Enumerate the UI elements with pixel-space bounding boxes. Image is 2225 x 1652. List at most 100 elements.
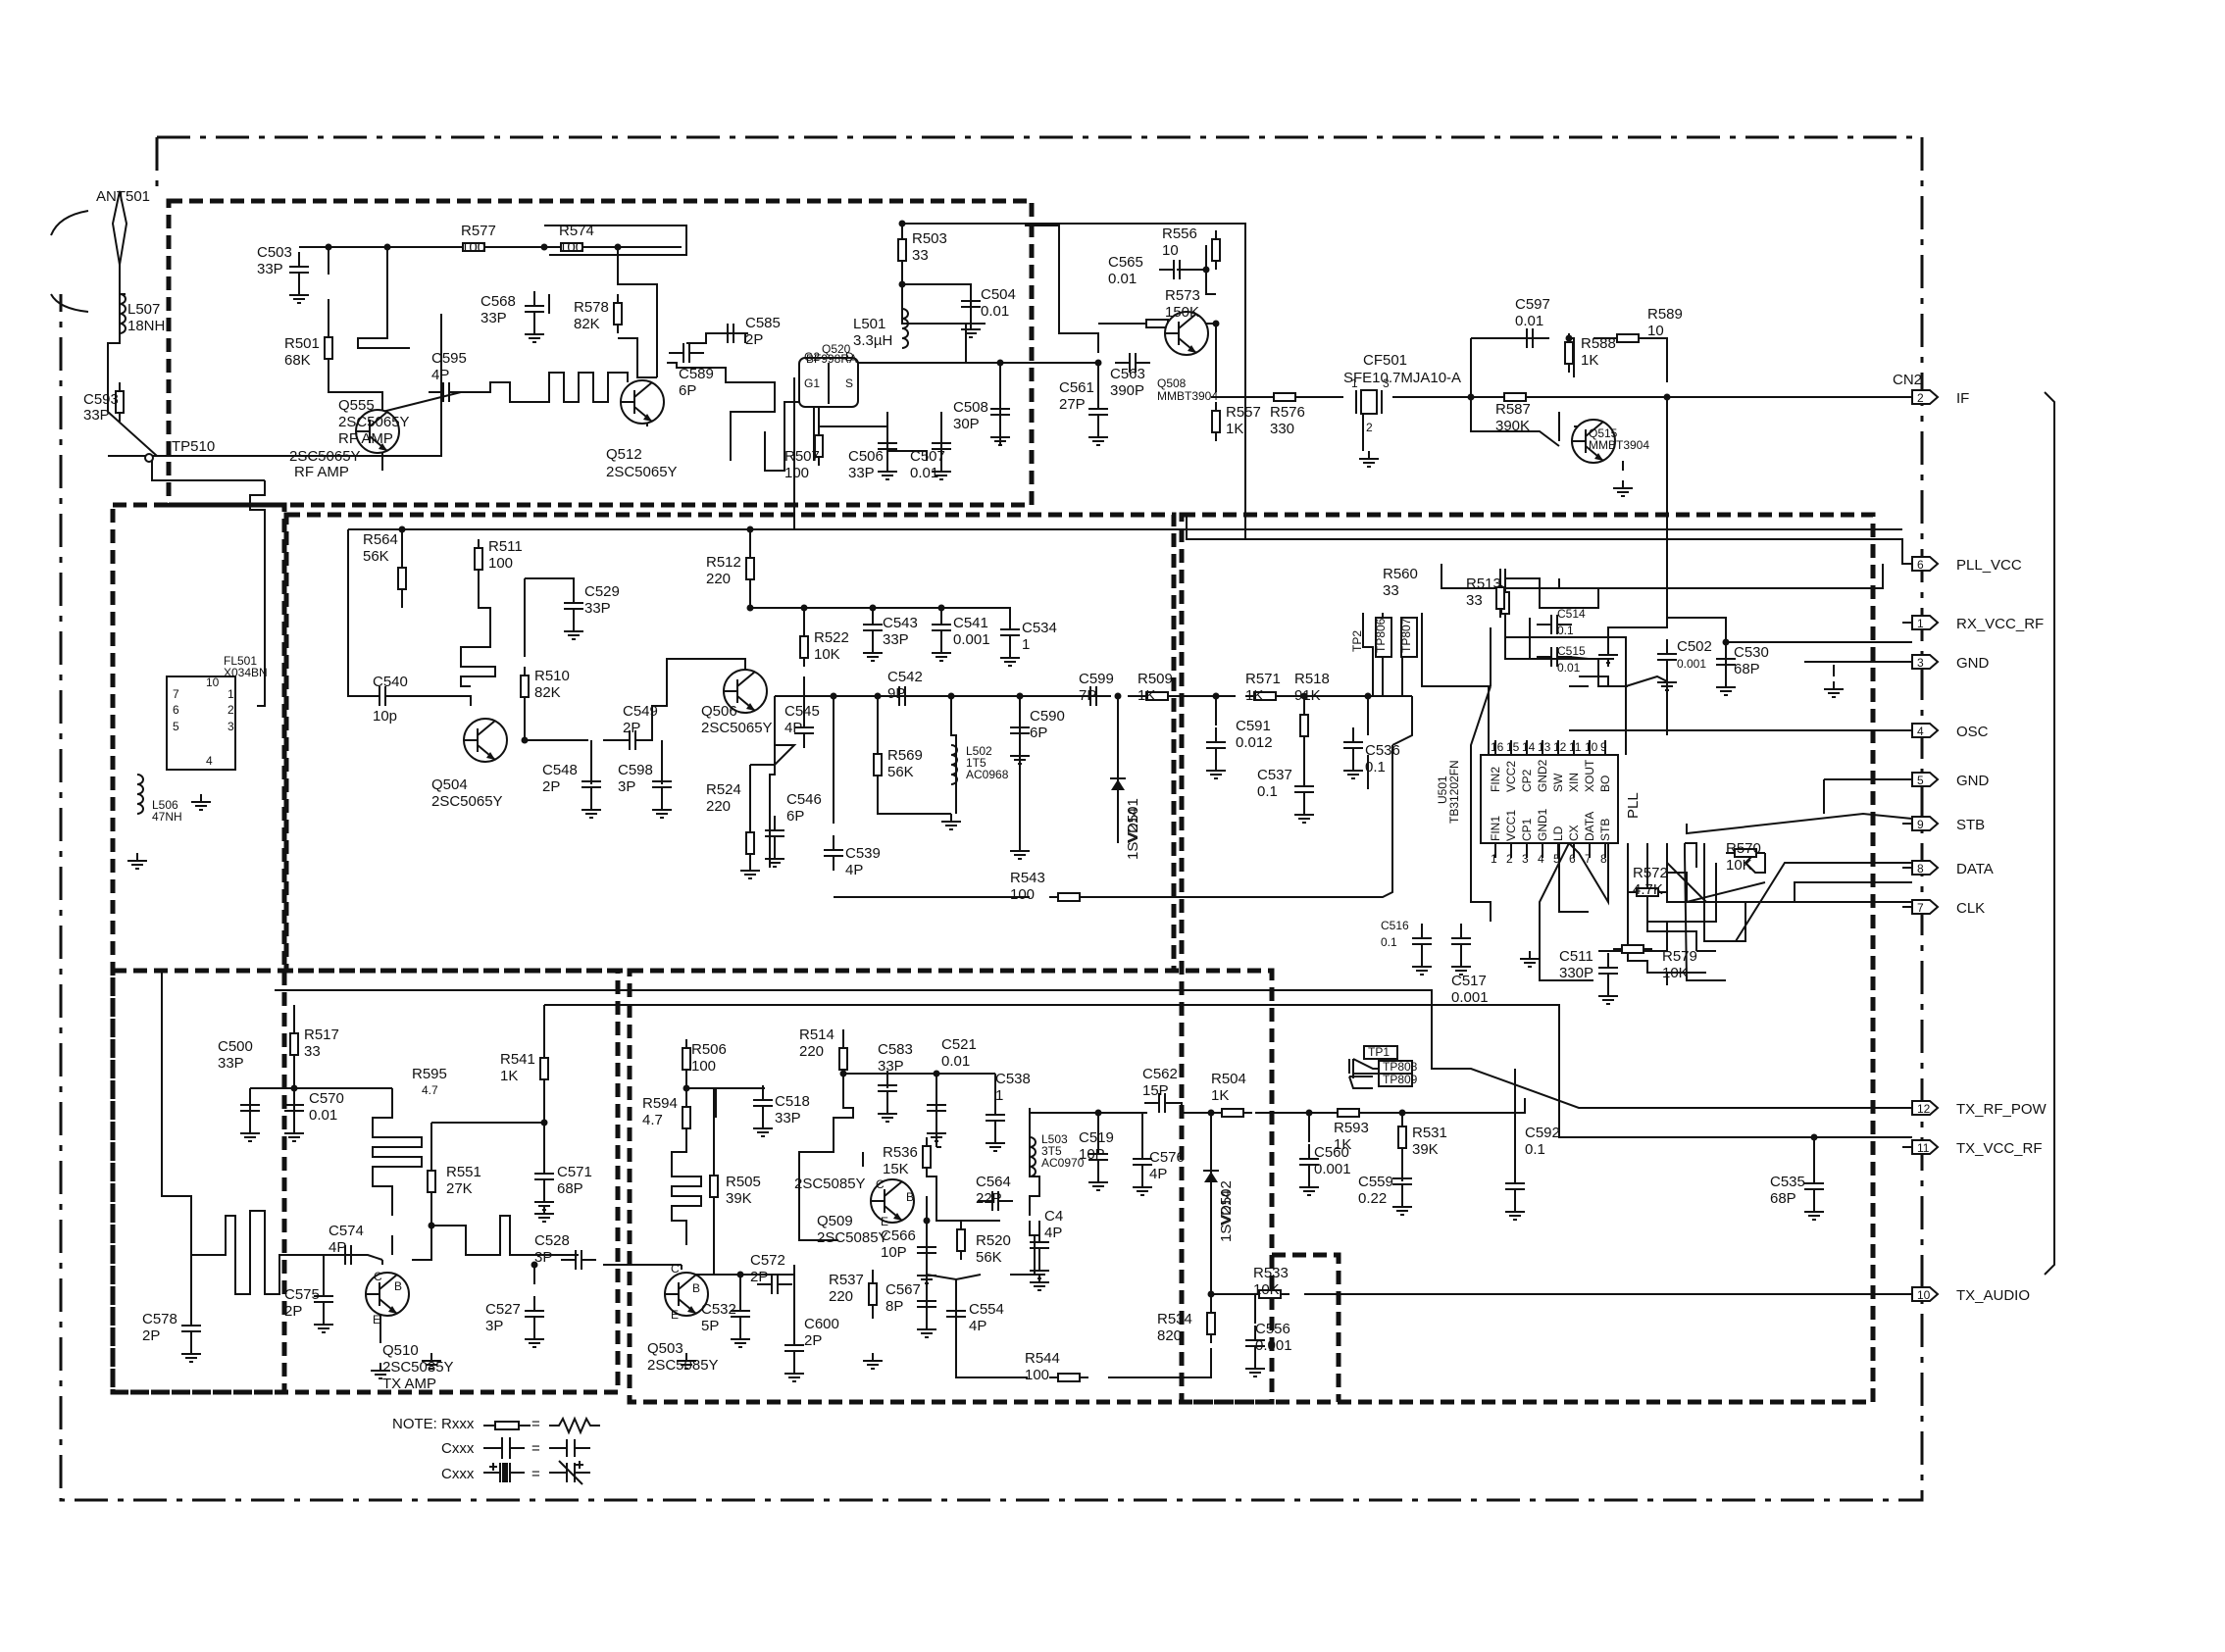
- c592-capacitor: [1505, 1169, 1525, 1204]
- c575-capacitor: [314, 1281, 333, 1317]
- r587-ref: R587: [1495, 401, 1531, 418]
- c549-capacitor: [615, 730, 650, 750]
- c574-value-1: 4P: [329, 1239, 346, 1256]
- r504-ref: R504: [1211, 1071, 1246, 1087]
- c530-ref: C530: [1734, 644, 1769, 661]
- r569-value-1: 56K: [887, 764, 914, 780]
- fl501-pin-5: 5: [173, 720, 179, 733]
- c500-value-1: 33P: [218, 1055, 244, 1072]
- test-point-tp2: TP2: [1350, 630, 1364, 652]
- r541-ref: R541: [500, 1051, 535, 1068]
- q503-value-1: 2SC5085Y: [647, 1357, 719, 1374]
- r534-value-1: 820: [1157, 1327, 1182, 1344]
- r594-value-1: 4.7: [642, 1112, 663, 1128]
- r505-ref: R505: [726, 1174, 761, 1190]
- c572-capacitor: [757, 1275, 792, 1294]
- c521-value-1: 0.01: [941, 1053, 970, 1070]
- c541-ref: C541: [953, 615, 988, 631]
- r569-ref: R569: [887, 747, 923, 764]
- r587-value-1: 390K: [1495, 418, 1530, 434]
- l501-inductor: [901, 308, 909, 349]
- c535-value-1: 68P: [1770, 1190, 1796, 1207]
- r504-value-1: 1K: [1211, 1087, 1229, 1104]
- c527-value-1: 3P: [485, 1318, 503, 1334]
- c568-ref: C568: [480, 293, 516, 310]
- c572-ref: C572: [750, 1252, 785, 1269]
- outer-frame: [59, 135, 1924, 1502]
- fl501-pin-7: 7: [173, 687, 179, 701]
- c516-value-1: 0.1: [1381, 935, 1397, 949]
- c527-capacitor: [525, 1296, 544, 1331]
- ic-pin-name-fin1: FIN1: [1489, 816, 1502, 841]
- r522-ref: R522: [814, 629, 849, 646]
- q520-pin-g2: G2: [804, 350, 820, 364]
- c575-value-1: 2P: [284, 1303, 302, 1320]
- r509-ref: R509: [1138, 671, 1173, 687]
- c570-ref: C570: [309, 1090, 344, 1107]
- ic-pin-name-xin: XIN: [1567, 773, 1581, 792]
- note-title: NOTE: Rxxx: [392, 1416, 475, 1432]
- r531-resistor: [1397, 1126, 1407, 1149]
- c591-capacitor: [1206, 727, 1226, 763]
- r576-ref: R576: [1270, 404, 1305, 421]
- cn2-pin-num: 5: [1917, 774, 1924, 787]
- q555-value-2: RF AMP: [338, 430, 393, 447]
- transistor-pin-e: E: [881, 1215, 888, 1228]
- component-labels: L50718NHC50333PR50168KR577100R574100C568…: [83, 188, 1922, 1392]
- c567-capacitor: [917, 1286, 936, 1322]
- c595-ref: C595: [431, 350, 467, 367]
- c538-value-1: 1: [995, 1087, 1003, 1104]
- ic-pin-name-sw: SW: [1551, 773, 1565, 792]
- r593-resistor: [1337, 1108, 1360, 1118]
- fl501-part: X034BN: [224, 666, 268, 679]
- r556-ref: R556: [1162, 225, 1197, 242]
- q555-type: 2SC5065Y: [289, 448, 361, 465]
- c562-ref: C562: [1142, 1066, 1178, 1082]
- r517-value-1: 33: [304, 1043, 321, 1060]
- c576-ref: C576: [1149, 1149, 1185, 1166]
- c599-ref: C599: [1079, 671, 1114, 687]
- ic-pin-num-12: 12: [1553, 740, 1567, 754]
- c529-value-1: 33P: [584, 600, 611, 617]
- transistor-pin-b: B: [906, 1190, 914, 1204]
- c534-value-1: 1: [1022, 636, 1030, 653]
- c521-ref: C521: [941, 1036, 977, 1053]
- c507-capacitor: [932, 428, 951, 464]
- c560-capacitor: [1299, 1144, 1319, 1179]
- c4-value-1: 4P: [1044, 1225, 1062, 1241]
- ic-pin-name-cx: CX: [1567, 825, 1581, 841]
- r511-ref: R511: [488, 538, 523, 555]
- c583-capacitor: [878, 1071, 897, 1106]
- c564-ref: C564: [976, 1174, 1011, 1190]
- r518-value-1: 91K: [1294, 687, 1321, 704]
- cf501-ref: CF501: [1363, 352, 1407, 369]
- c597-capacitor: [1512, 328, 1547, 348]
- r537-resistor: [868, 1282, 878, 1306]
- c598-capacitor: [652, 767, 672, 802]
- c597-ref: C597: [1515, 296, 1550, 313]
- c528-capacitor: [561, 1250, 596, 1270]
- r574-value-1: 100: [559, 239, 583, 256]
- ic-pin-name-cp1: CP1: [1520, 818, 1534, 841]
- r595-ref: R595: [412, 1066, 447, 1082]
- c564-capacitor: [978, 1191, 1013, 1211]
- cn2-pin-num: 12: [1917, 1102, 1931, 1116]
- ic-pin-name-fin2: FIN2: [1489, 767, 1502, 792]
- q555-value-1: 2SC5065Y: [338, 414, 410, 430]
- vd502-varactor: [1203, 1152, 1219, 1201]
- note-eq-2: =: [531, 1440, 540, 1457]
- c583-ref: C583: [878, 1041, 913, 1058]
- r510-resistor: [520, 675, 530, 698]
- c508-capacitor: [990, 394, 1010, 429]
- vd501-varactor: [1110, 760, 1126, 809]
- c537-capacitor: [1294, 772, 1314, 807]
- note-eq-3: =: [531, 1466, 540, 1482]
- r595-value: 4.7: [422, 1083, 438, 1097]
- cn2-pin-num: 9: [1917, 818, 1924, 831]
- l507-ref: L507: [127, 301, 160, 318]
- c503-ref: C503: [257, 244, 292, 261]
